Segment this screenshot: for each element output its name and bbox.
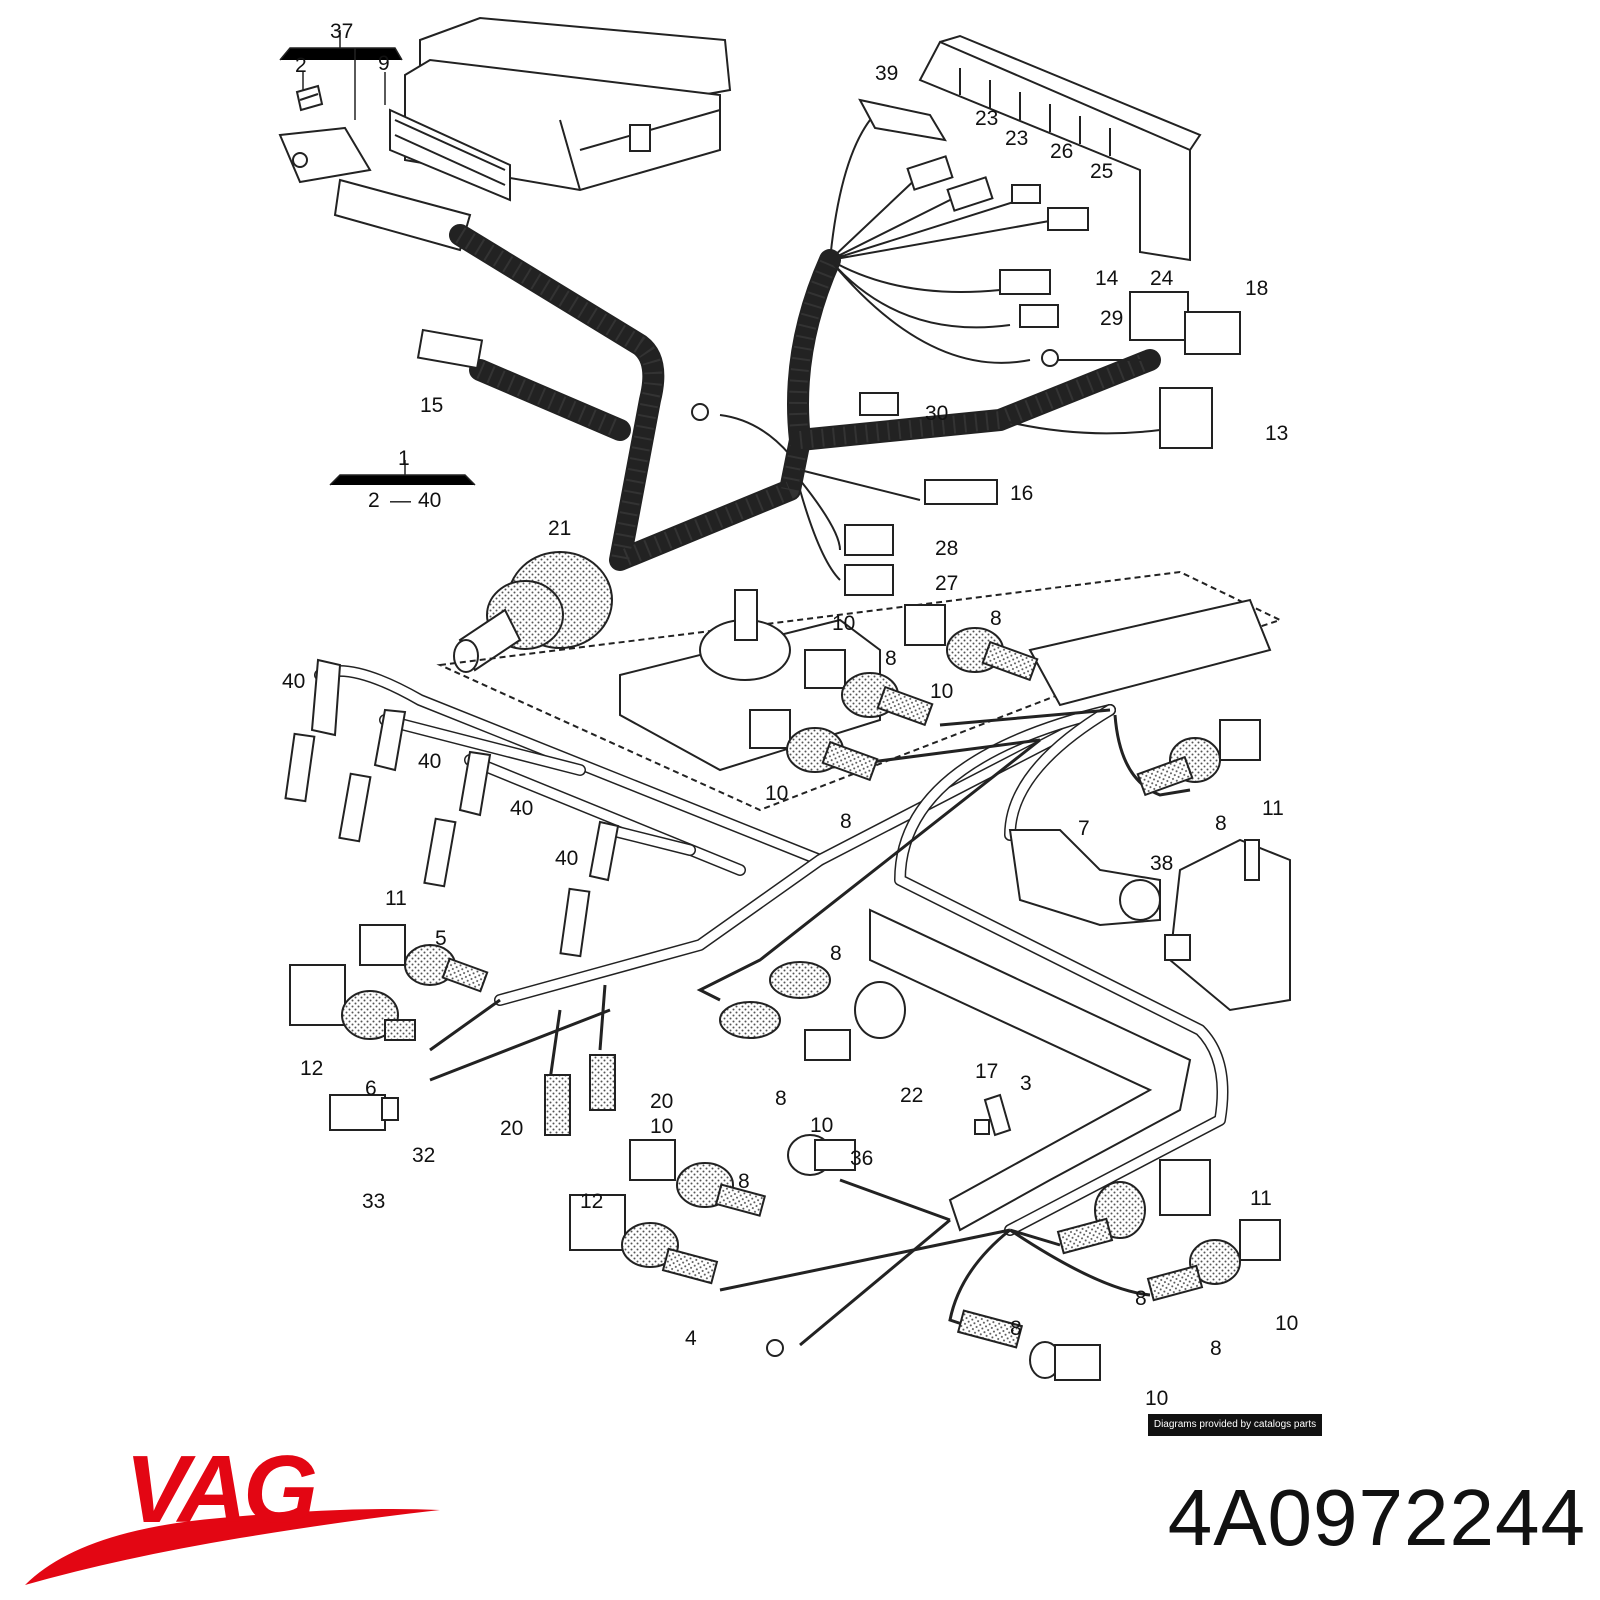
logo-swoosh <box>25 1509 440 1585</box>
callout-26: 26 <box>1050 140 1073 163</box>
callout-8e: 8 <box>830 942 842 965</box>
callout-20a: 20 <box>650 1090 673 1113</box>
callout-8a: 8 <box>990 607 1002 630</box>
callout-20b: 20 <box>500 1117 523 1140</box>
callout-2: 2 <box>295 54 307 77</box>
callout-8b: 8 <box>885 647 897 670</box>
callout-40a: 40 <box>282 670 305 693</box>
control-unit <box>278 16 732 252</box>
callout-8i: 8 <box>1010 1317 1022 1340</box>
diagram-source-watermark: Diagrams provided by catalogs parts <box>1148 1414 1322 1436</box>
callout-8c: 8 <box>840 810 852 833</box>
upper-connectors <box>416 98 1241 596</box>
grommet <box>453 551 613 673</box>
callout-range-start: 2 <box>368 489 380 512</box>
callout-6: 6 <box>365 1077 377 1100</box>
callout-11b: 11 <box>385 887 407 910</box>
callout-16: 16 <box>1010 482 1033 505</box>
callout-10d: 10 <box>810 1114 833 1137</box>
callout-23a: 23 <box>975 107 998 130</box>
callout-24: 24 <box>1150 267 1174 290</box>
callout-10e: 10 <box>650 1115 673 1138</box>
callout-8d: 8 <box>1215 812 1227 835</box>
callout-27: 27 <box>935 572 958 595</box>
callout-33: 33 <box>362 1190 385 1213</box>
callout-22: 22 <box>900 1084 923 1107</box>
vag-logo: VAG <box>25 1440 440 1585</box>
callout-29: 29 <box>1100 307 1123 330</box>
callout-8f: 8 <box>775 1087 787 1110</box>
fuse-relay-box <box>918 34 1202 262</box>
callout-12b: 12 <box>580 1190 603 1213</box>
callout-36: 36 <box>850 1147 873 1170</box>
main-harness <box>449 119 1161 581</box>
callout-8g: 8 <box>738 1170 750 1193</box>
callout-40c: 40 <box>510 797 533 820</box>
callout-15: 15 <box>420 394 443 417</box>
callout-18: 18 <box>1245 277 1268 300</box>
callout-39: 39 <box>875 62 898 85</box>
callout-25: 25 <box>1090 160 1113 183</box>
callout-40b: 40 <box>418 750 441 773</box>
callout-range-dash: — <box>390 489 411 512</box>
callout-range-end: 40 <box>418 489 441 512</box>
callout-8j: 8 <box>1210 1337 1222 1360</box>
callout-4: 4 <box>685 1327 697 1350</box>
callout-40d: 40 <box>555 847 578 870</box>
callout-10g: 10 <box>1145 1387 1168 1410</box>
callout-10a: 10 <box>832 612 855 635</box>
callout-10b: 10 <box>930 680 953 703</box>
callout-3: 3 <box>1020 1072 1032 1095</box>
callout-23b: 23 <box>1005 127 1028 150</box>
callout-13: 13 <box>1265 422 1288 445</box>
callout-28: 28 <box>935 537 958 560</box>
injector-connectors <box>289 604 1291 1381</box>
logo-text: VAG <box>125 1440 315 1543</box>
callout-10c: 10 <box>765 782 788 805</box>
callout-30: 30 <box>925 402 948 425</box>
callout-12a: 12 <box>300 1057 323 1080</box>
callout-11c: 11 <box>1250 1187 1272 1210</box>
callout-5: 5 <box>435 927 447 950</box>
callout-1: 1 <box>398 447 410 470</box>
callout-32: 32 <box>412 1144 435 1167</box>
wiring-harness-diagram: 37 2 9 39 23 23 26 25 14 29 24 18 15 30 … <box>278 16 1298 1410</box>
callout-21: 21 <box>548 517 571 540</box>
ignition-leads <box>284 658 826 958</box>
callout-14: 14 <box>1095 267 1119 290</box>
callout-37: 37 <box>330 20 353 43</box>
callout-10f: 10 <box>1275 1312 1298 1335</box>
callout-8h: 8 <box>1135 1287 1147 1310</box>
callout-17: 17 <box>975 1060 998 1083</box>
callout-9: 9 <box>378 52 390 75</box>
callout-11a: 11 <box>1262 797 1284 820</box>
callout-7: 7 <box>1078 817 1090 840</box>
callout-38: 38 <box>1150 852 1173 875</box>
part-number: 4A0972244 <box>1167 1473 1586 1562</box>
callout-labels: 37 2 9 39 23 23 26 25 14 29 24 18 15 30 … <box>279 20 1298 1410</box>
